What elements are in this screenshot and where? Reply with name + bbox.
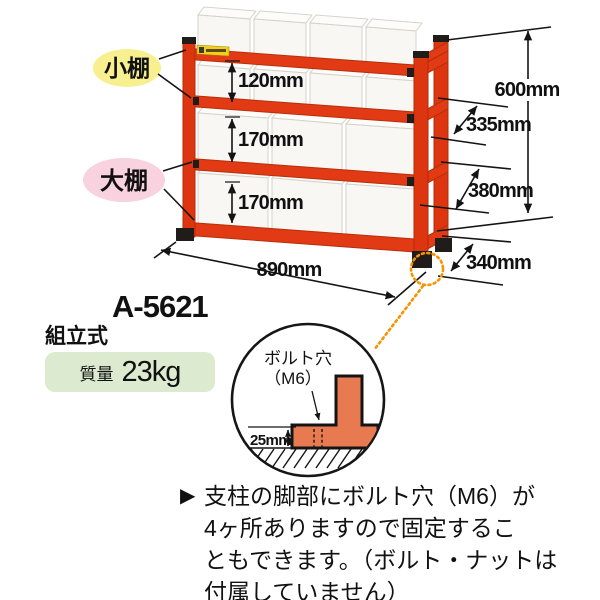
weight-badge: 質量 23kg xyxy=(45,352,215,392)
dim-text-340mm: 340mm xyxy=(466,252,531,274)
dimension-height: 600mm xyxy=(436,26,560,232)
shelf-label-large: 大棚 xyxy=(83,158,195,221)
leader-line xyxy=(158,49,187,60)
small-shelf-label: 小棚 xyxy=(104,55,150,81)
ext-line xyxy=(446,26,552,41)
clip xyxy=(407,68,414,77)
small-shelf-ellipse xyxy=(93,49,161,87)
dimension-base-depth: 340mm xyxy=(437,235,532,286)
brand-logo xyxy=(199,47,204,53)
ext-line xyxy=(441,235,512,243)
clip xyxy=(407,114,414,123)
brand-label xyxy=(196,44,230,57)
left-foot xyxy=(176,228,194,241)
rack-illustration xyxy=(176,6,452,268)
shelf-beams xyxy=(182,47,429,254)
hatch xyxy=(337,448,352,469)
dim-arrow xyxy=(455,168,480,210)
leader-line xyxy=(163,188,195,221)
hatch xyxy=(326,448,341,469)
post-cap xyxy=(182,37,196,44)
dim-arrow xyxy=(453,105,478,135)
bins-row-1 xyxy=(197,6,423,70)
ext-line xyxy=(436,216,554,232)
weight-value: 23kg xyxy=(121,355,182,388)
dimension-gap-bottom: 170mm xyxy=(225,181,304,224)
dim-text-600mm: 600mm xyxy=(495,79,560,101)
bolt-hole-label-1: ボルト穴 xyxy=(264,349,332,368)
dimension-gap-mid: 170mm xyxy=(225,116,304,163)
front-right-post xyxy=(413,53,429,255)
dim-text-170mm-2: 170mm xyxy=(238,192,303,214)
ext-line xyxy=(430,136,487,146)
note-line-1: ▶ 支柱の脚部にボルト穴（M6）が xyxy=(180,480,590,512)
ext-line xyxy=(437,275,504,286)
clip xyxy=(193,160,199,168)
shelf-label-small: 小棚 xyxy=(93,49,192,99)
hatch xyxy=(293,448,308,469)
dim-text-335mm: 335mm xyxy=(466,114,531,136)
bolt-hole-label-2: （M6） xyxy=(264,369,322,388)
hatch xyxy=(271,448,286,469)
dim-arrow xyxy=(160,247,396,300)
brand-text-smudge xyxy=(206,49,226,52)
dimension-depth-small: 335mm xyxy=(430,97,532,146)
dim-arrow xyxy=(450,243,474,272)
bolt-hole-pointer xyxy=(311,390,321,421)
front-left-post xyxy=(182,39,196,238)
dim-text-170mm: 170mm xyxy=(238,129,303,151)
ext-line xyxy=(419,204,490,214)
weight-label: 質量 xyxy=(79,364,114,384)
callout-connector xyxy=(372,284,425,352)
dim-text-120mm: 120mm xyxy=(238,70,303,92)
ext-line xyxy=(437,97,509,108)
note-line-2: 4ヶ所ありますので固定するこ xyxy=(204,515,516,541)
leader-line xyxy=(157,73,192,99)
post-cap xyxy=(433,35,449,42)
bolt-hole-callout: 25mm ボルト穴 （M6） xyxy=(230,322,386,478)
product-model: A-5621 xyxy=(112,289,209,324)
large-shelf-label: 大棚 xyxy=(100,167,148,195)
post-cap xyxy=(413,51,429,58)
hatch xyxy=(304,448,319,469)
hatch xyxy=(238,448,253,469)
dim-text-380mm: 380mm xyxy=(468,180,533,202)
hatch xyxy=(315,448,330,469)
note-line-3: ともできます。（ボルト・ナットは xyxy=(204,547,558,573)
assembly-type-label: 組立式 xyxy=(45,325,108,348)
rear-right-post xyxy=(433,39,449,243)
note-text: 支柱の脚部にボルト穴（M6）が xyxy=(204,483,535,509)
hatch xyxy=(282,448,297,469)
large-shelf-ellipse xyxy=(83,158,165,202)
note-line-4: 付属していません） xyxy=(204,579,410,600)
bolt-hole-note: ▶ 支柱の脚部にボルト穴（M6）が 4ヶ所ありますので固定するこ ともできます。（… xyxy=(180,480,590,600)
clip xyxy=(407,177,414,186)
ext-line xyxy=(440,161,512,170)
bin xyxy=(345,183,415,244)
dimension-gap-small: 120mm xyxy=(225,60,304,103)
connector-clips xyxy=(193,68,414,186)
foot-highlight-circle xyxy=(409,251,445,287)
bullet-icon: ▶ xyxy=(180,485,196,507)
clip xyxy=(193,97,199,105)
rear-right-foot xyxy=(435,238,452,252)
leader-line xyxy=(162,161,193,172)
dimension-width: 890mm xyxy=(153,241,427,306)
dimension-depth-large: 380mm xyxy=(419,161,534,214)
dim-text-25mm: 25mm xyxy=(250,432,291,449)
dim-text-890mm: 890mm xyxy=(257,259,322,281)
ext-line xyxy=(387,271,427,306)
